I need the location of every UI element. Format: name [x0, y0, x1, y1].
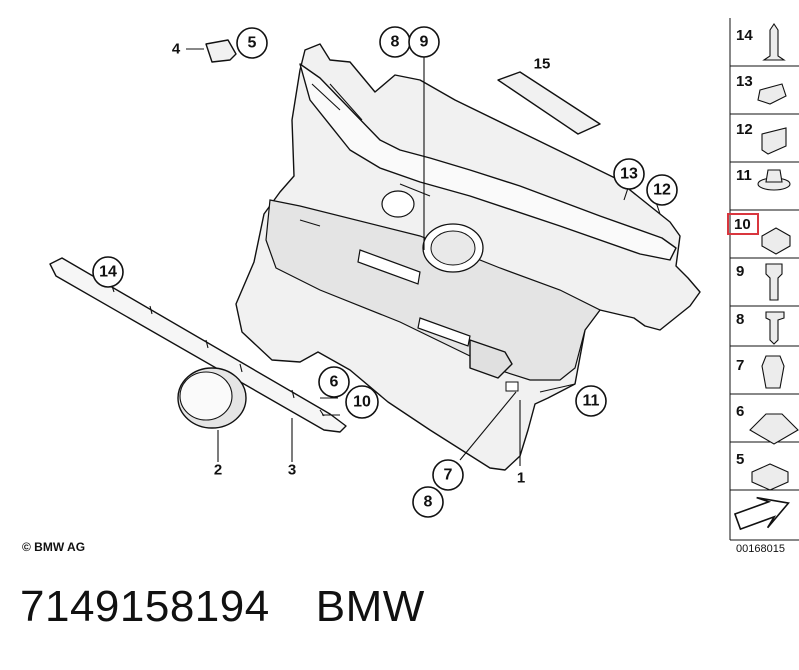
side-item-5: 5: [736, 451, 789, 491]
svg-text:2: 2: [214, 462, 222, 479]
side-item-14: 14: [736, 23, 786, 61]
callout-12: 12: [646, 174, 678, 206]
callout-10: 10: [345, 385, 379, 419]
svg-text:12: 12: [653, 182, 671, 199]
callout-7: 7: [432, 459, 464, 491]
side-item-7: 7: [736, 355, 785, 389]
svg-text:6: 6: [330, 374, 339, 391]
callout-11: 11: [575, 385, 607, 417]
svg-text:9: 9: [420, 34, 429, 51]
callout-8-bottom: 8: [412, 486, 444, 518]
part-number: 7149158194: [20, 582, 270, 631]
svg-text:4: 4: [172, 41, 181, 58]
svg-text:5: 5: [248, 35, 257, 52]
side-item-8: 8: [736, 311, 785, 345]
side-item-12: 12: [736, 121, 787, 155]
diagram-id: 00168015: [736, 543, 785, 555]
svg-text:15: 15: [534, 56, 551, 73]
callout-3: 3: [288, 462, 296, 479]
svg-text:7: 7: [736, 357, 744, 374]
svg-text:14: 14: [99, 264, 117, 281]
callout-6: 6: [318, 366, 350, 398]
callout-5: 5: [236, 27, 268, 59]
svg-text:9: 9: [736, 263, 744, 280]
callout-14: 14: [92, 256, 124, 288]
trim-strip-15: [497, 71, 601, 135]
bolt-icon: [765, 263, 783, 301]
forward-arrow-icon: [733, 496, 790, 531]
svg-text:8: 8: [391, 34, 400, 51]
bracket-clip-icon: [761, 127, 787, 155]
svg-text:5: 5: [736, 451, 744, 468]
svg-text:8: 8: [424, 494, 433, 511]
clip-icon: [757, 83, 787, 105]
callout-4: 4: [172, 41, 181, 58]
side-item-6: 6: [736, 403, 799, 445]
push-pin-icon: [762, 23, 786, 61]
svg-text:13: 13: [620, 166, 638, 183]
side-item-11: 11: [736, 167, 791, 191]
svg-text:14: 14: [736, 27, 753, 44]
svg-text:6: 6: [736, 403, 744, 420]
clip-part-4: [186, 39, 237, 63]
svg-text:7: 7: [444, 467, 453, 484]
nut-clip-icon: [761, 227, 791, 255]
side-item-10: 10: [727, 213, 791, 255]
svg-text:11: 11: [583, 393, 600, 410]
screw-icon: [765, 311, 785, 345]
leader-lines: [217, 57, 661, 466]
copyright-notice: © BMW AG: [22, 540, 86, 554]
svg-text:1: 1: [517, 470, 525, 487]
callout-1: 1: [517, 470, 525, 487]
grommet-icon: [749, 413, 799, 445]
callout-8-top: 8: [379, 26, 411, 58]
svg-text:13: 13: [736, 73, 753, 90]
svg-text:8: 8: [736, 311, 744, 328]
spring-clip-icon: [761, 355, 785, 389]
door-trim-panel: [235, 43, 701, 471]
callout-13: 13: [613, 158, 645, 190]
side-parts-panel: 14 13 12 11 10 9 8 7: [727, 18, 799, 541]
highlight-box: [727, 213, 759, 235]
svg-text:3: 3: [288, 462, 296, 479]
callout-2: 2: [214, 462, 222, 479]
side-dividers: [730, 65, 799, 541]
svg-text:11: 11: [736, 167, 752, 184]
callout-15: 15: [534, 56, 551, 73]
callout-9: 9: [408, 26, 440, 58]
hex-nut-icon: [751, 463, 789, 491]
side-item-13: 13: [736, 73, 787, 105]
brand-name: BMW: [315, 582, 425, 631]
side-item-9: 9: [736, 263, 783, 301]
footer-caption: 7149158194 BMW: [20, 582, 425, 632]
svg-text:10: 10: [734, 216, 751, 233]
speaker-grille-2: [177, 367, 247, 429]
svg-text:10: 10: [353, 394, 371, 411]
svg-text:12: 12: [736, 121, 753, 138]
